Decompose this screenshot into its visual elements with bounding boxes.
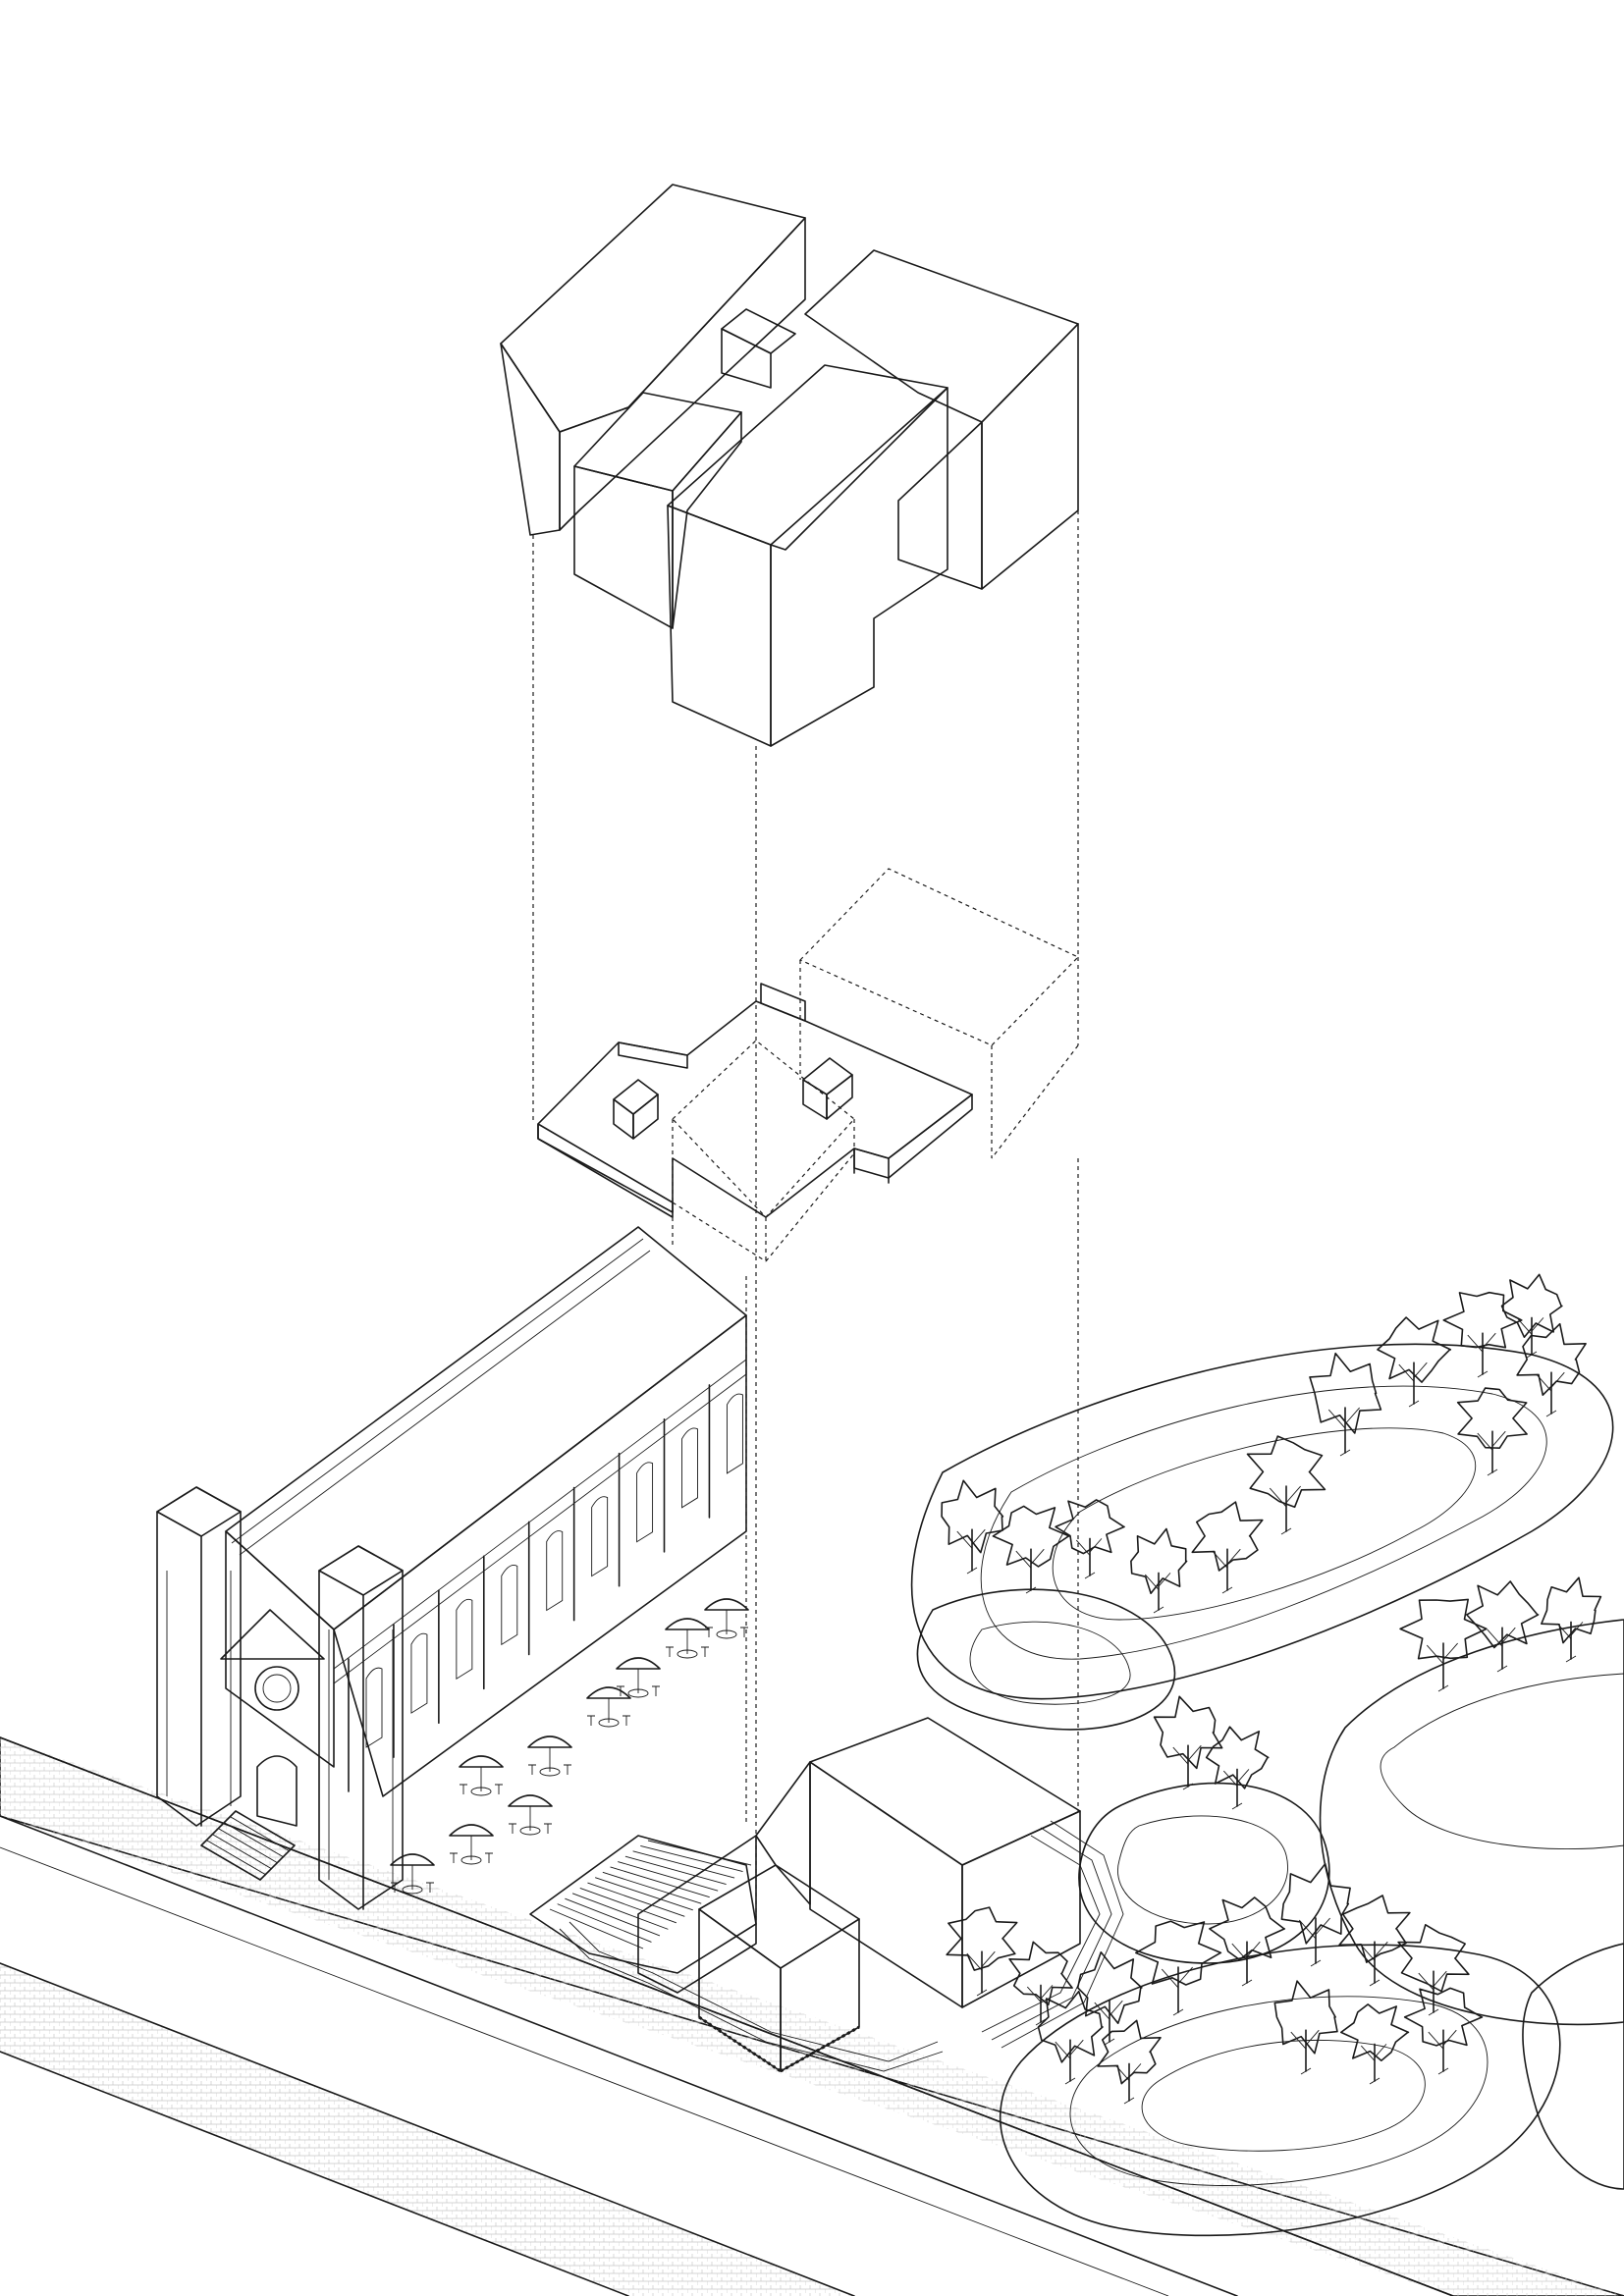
church-steps — [200, 1810, 296, 1881]
tree — [1008, 1941, 1073, 2026]
tree — [1209, 1896, 1286, 1987]
mound-upper — [910, 1343, 1614, 1700]
pavilion — [529, 1835, 757, 1994]
ghost-volume-right — [798, 868, 1080, 1159]
tree — [1403, 1987, 1484, 2075]
cafe-umbrella — [527, 1735, 572, 1777]
tree — [1399, 1598, 1488, 1692]
cafe-umbrella — [449, 1824, 494, 1865]
tree — [1466, 1580, 1540, 1673]
tree — [1500, 1273, 1563, 1359]
tree — [1377, 1316, 1452, 1408]
tree — [1191, 1501, 1264, 1594]
tree — [1273, 1980, 1338, 2075]
tree — [1055, 1499, 1125, 1579]
mound-far-right — [1522, 1943, 1624, 2190]
roof-volume-front — [667, 364, 948, 747]
tree — [1541, 1576, 1602, 1663]
tree — [1397, 1924, 1470, 2016]
site-paths — [559, 1820, 1124, 2072]
new-building-large — [809, 1717, 1081, 2008]
trees — [941, 1273, 1602, 2105]
landscape-mounds — [910, 1343, 1624, 2237]
tree — [1309, 1352, 1382, 1457]
floor-plate — [537, 868, 1080, 1262]
roof-volume-back-right — [804, 249, 1079, 590]
cafe-umbrellas — [390, 1598, 749, 1895]
tree — [1130, 1527, 1188, 1614]
tree — [1442, 1291, 1523, 1378]
tree — [992, 1505, 1070, 1594]
new-building-small — [698, 1864, 860, 2073]
cafe-umbrella — [586, 1686, 631, 1728]
courtyard-void-left — [613, 1079, 659, 1140]
tree — [1246, 1435, 1326, 1535]
cafe-umbrella — [390, 1853, 435, 1895]
mound-middle — [1078, 1782, 1330, 1964]
roof-volume-left — [500, 184, 806, 536]
cafe-umbrella — [616, 1657, 661, 1698]
roof-massing — [500, 184, 1079, 747]
tree — [1037, 1990, 1104, 2085]
tree — [1135, 1920, 1222, 2016]
courtyard-void-right — [802, 1057, 853, 1120]
tree — [946, 1906, 1018, 1997]
mound-left — [916, 1588, 1176, 1731]
cafe-umbrella — [459, 1755, 504, 1796]
tree — [941, 1479, 1004, 1575]
road — [0, 1736, 1624, 2296]
tree — [1280, 1863, 1351, 1967]
ghost-volume-left — [672, 1040, 855, 1262]
cafe-umbrella — [665, 1618, 710, 1659]
tree — [1076, 1951, 1143, 2046]
tree — [1205, 1726, 1270, 1810]
roof-volume-middle — [573, 392, 742, 629]
cafe-umbrella — [704, 1598, 749, 1639]
tree — [1338, 1895, 1411, 1987]
church — [156, 1226, 747, 1910]
roof-connector — [721, 308, 796, 389]
tree — [1340, 2003, 1410, 2085]
site-buildings — [529, 1717, 1124, 2073]
mound-lower — [999, 1944, 1561, 2237]
tree — [1097, 2019, 1162, 2105]
tree — [1456, 1387, 1528, 1476]
tree — [1153, 1695, 1223, 1790]
tree — [1516, 1322, 1587, 1417]
projection-lines — [532, 510, 1079, 1924]
mound-right-large — [1319, 1619, 1624, 2026]
cafe-umbrella — [508, 1794, 553, 1836]
